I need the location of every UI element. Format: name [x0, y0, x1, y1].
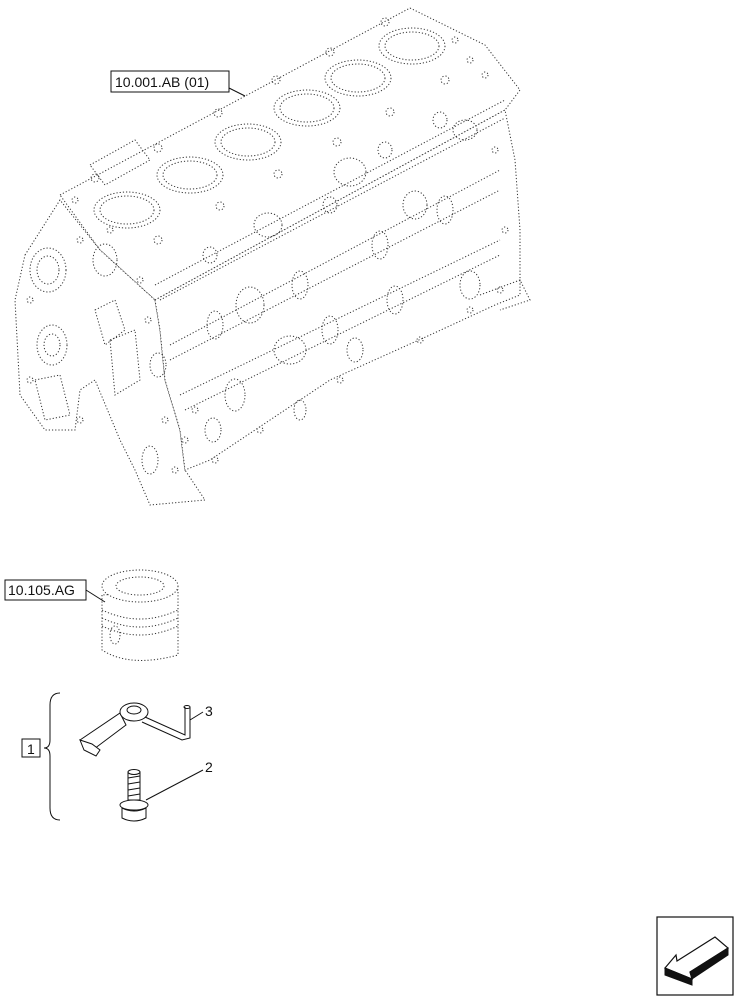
spray-nozzle-illustration	[79, 702, 191, 757]
callout-2-label: 2	[205, 759, 213, 775]
arrow-left-icon[interactable]	[656, 916, 734, 996]
piston-illustration	[101, 569, 179, 661]
piston-ref-label: 10.105.AG	[8, 582, 75, 598]
engine-block-ref-callout[interactable]: 10.001.AB (01)	[110, 70, 246, 97]
engine-block-ref-label: 10.001.AB (01)	[115, 74, 209, 90]
callout-3-label: 3	[205, 703, 213, 719]
group-number: 1	[27, 741, 35, 757]
group-bracket: 1	[21, 692, 61, 821]
engine-block-illustration	[14, 7, 531, 506]
piston-ref-callout[interactable]: 10.105.AG	[4, 579, 106, 603]
callout-2[interactable]: 2	[145, 759, 213, 801]
banjo-bolt-illustration	[119, 769, 149, 822]
callout-3[interactable]: 3	[189, 703, 213, 721]
